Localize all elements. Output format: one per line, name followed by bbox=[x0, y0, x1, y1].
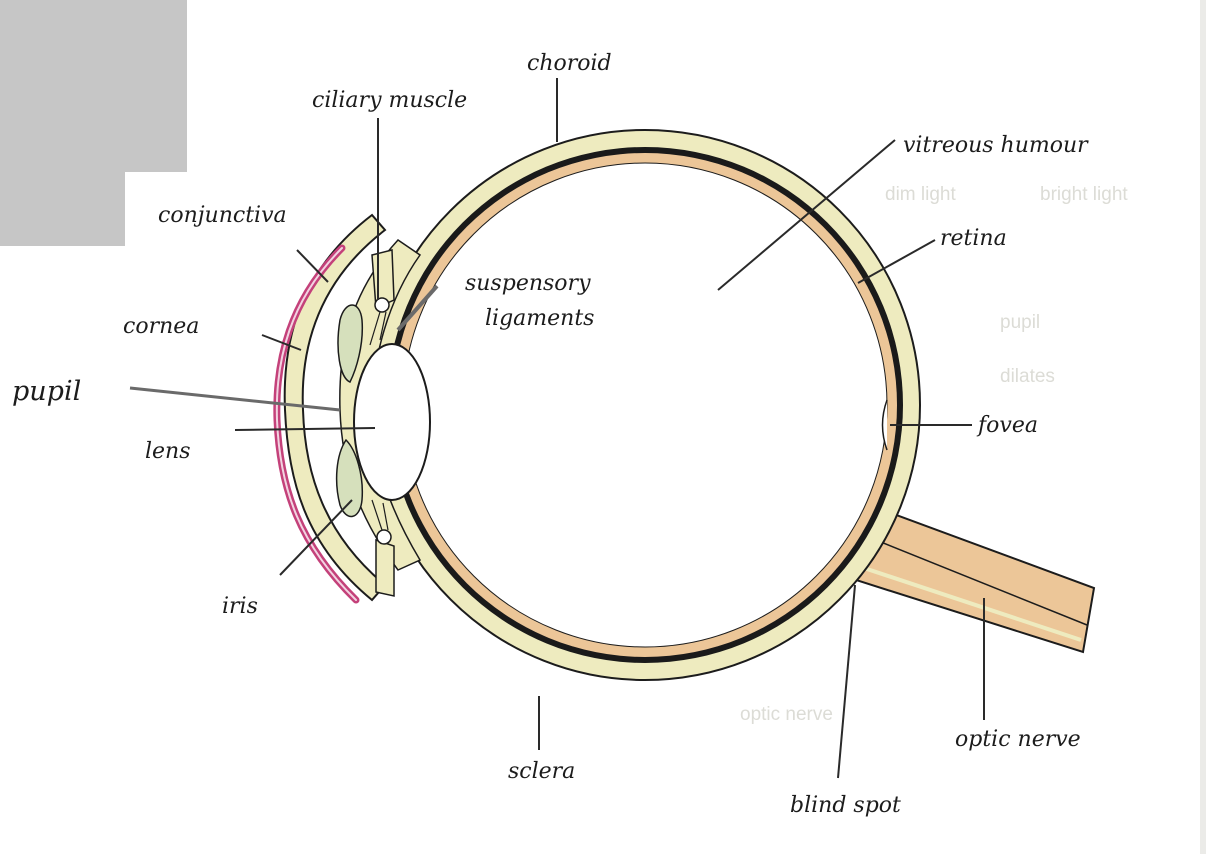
label-choroid: choroid bbox=[527, 51, 612, 76]
label-ciliary-muscle: ciliary muscle bbox=[312, 88, 467, 113]
label-blind-spot: blind spot bbox=[790, 793, 901, 818]
label-iris: iris bbox=[222, 594, 258, 619]
label-fovea: fovea bbox=[976, 413, 1038, 438]
label-conjunctiva: conjunctiva bbox=[158, 203, 287, 228]
bg-text-pupil-left: pupil bbox=[1000, 312, 1040, 333]
page-edge bbox=[1200, 0, 1206, 854]
label-retina: retina bbox=[940, 226, 1007, 251]
label-cornea: cornea bbox=[123, 314, 199, 339]
label-suspensory-ligaments-line1: suspensory bbox=[465, 271, 591, 296]
lens-body bbox=[354, 344, 430, 500]
label-sclera: sclera bbox=[508, 759, 575, 784]
bg-text-dim-light: dim light bbox=[885, 184, 956, 205]
bg-text-dilates: dilates bbox=[1000, 366, 1055, 387]
label-pupil: pupil bbox=[12, 376, 81, 407]
label-suspensory-ligaments-line2: ligaments bbox=[485, 306, 594, 331]
label-lens: lens bbox=[145, 439, 191, 464]
vitreous-humour-cavity bbox=[403, 163, 887, 647]
bg-text-bright-light: bright light bbox=[1040, 184, 1128, 205]
bg-text-optic-nerve: optic nerve bbox=[740, 704, 833, 725]
label-vitreous-humour: vitreous humour bbox=[903, 133, 1089, 158]
label-optic-nerve: optic nerve bbox=[955, 727, 1081, 752]
